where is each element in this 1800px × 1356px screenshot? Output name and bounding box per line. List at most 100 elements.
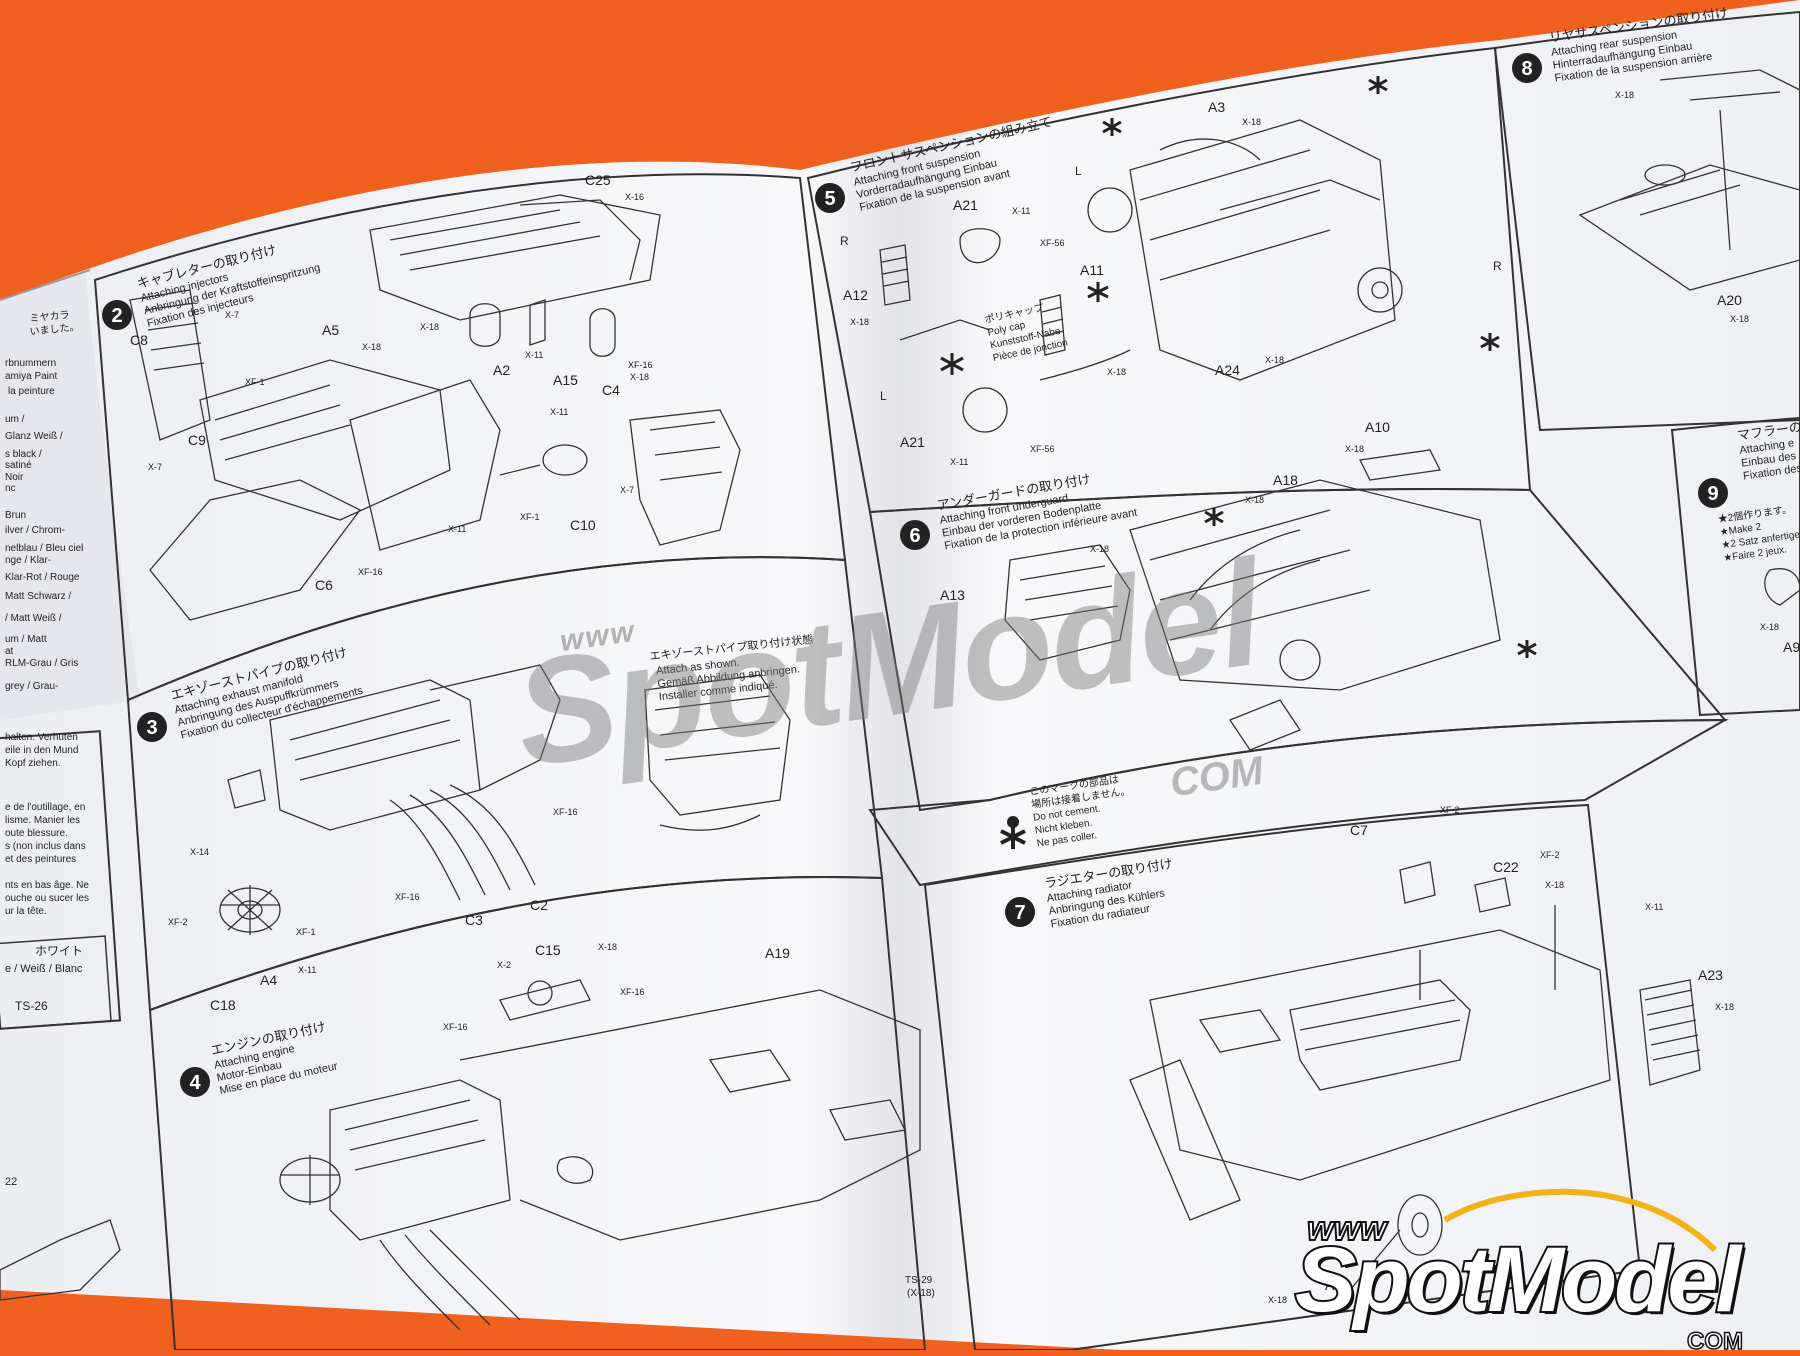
svg-text:e / Weiß / Blanc: e / Weiß / Blanc (5, 963, 83, 975)
step-7-radiator-drawing (1129, 861, 1701, 1291)
svg-text:lisme. Manier les: lisme. Manier les (5, 815, 80, 826)
svg-text:XF-1: XF-1 (245, 377, 265, 387)
svg-text:la peinture: la peinture (8, 386, 55, 397)
svg-text:Matt Schwarz /: Matt Schwarz / (5, 591, 71, 602)
svg-text:C8: C8 (130, 332, 148, 348)
svg-text:A4: A4 (260, 972, 277, 988)
svg-text:X-11: X-11 (950, 457, 968, 467)
svg-text:A21: A21 (953, 197, 978, 213)
svg-text:X-18: X-18 (630, 372, 649, 382)
svg-text:A13: A13 (940, 587, 965, 603)
logo-www: www (1306, 1209, 1387, 1249)
svg-text:XF-2: XF-2 (1540, 850, 1560, 860)
svg-text:C2: C2 (530, 897, 548, 913)
svg-text:A2: A2 (493, 362, 510, 378)
svg-text:halten. Verhüten: halten. Verhüten (5, 732, 78, 743)
step-3-engine-drawing (219, 664, 791, 935)
svg-text:A9: A9 (1783, 639, 1800, 655)
svg-text:Glanz Weiß /: Glanz Weiß / (5, 431, 63, 442)
svg-text:nc: nc (5, 483, 16, 494)
svg-text:X-18: X-18 (1242, 117, 1261, 127)
step-9-number-badge (1698, 478, 1728, 508)
svg-text:um / Matt: um / Matt (5, 634, 47, 645)
logo-spotmodel: SpotModel (1293, 1227, 1743, 1333)
svg-text:X-18: X-18 (598, 942, 617, 952)
svg-text:C22: C22 (1493, 859, 1519, 875)
step-5-number-badge (815, 183, 845, 213)
svg-text:Kopf ziehen.: Kopf ziehen. (5, 758, 61, 769)
svg-text:L: L (1075, 164, 1082, 178)
svg-text:X-11: X-11 (1645, 902, 1663, 912)
svg-text:X-18: X-18 (362, 342, 381, 352)
svg-text:X-11: X-11 (550, 407, 568, 417)
svg-text:A15: A15 (553, 372, 578, 388)
svg-text:XF-2: XF-2 (1440, 805, 1460, 815)
svg-text:grey / Grau-: grey / Grau- (5, 681, 58, 692)
svg-text:X-18: X-18 (1730, 314, 1749, 324)
svg-text:いました。: いました。 (29, 321, 80, 338)
svg-text:X-11: X-11 (298, 965, 316, 975)
svg-text:XF-16: XF-16 (443, 1022, 468, 1032)
svg-text:A10: A10 (1365, 419, 1390, 435)
svg-text:C4: C4 (602, 382, 620, 398)
svg-text:X-18: X-18 (420, 322, 439, 332)
svg-text:22: 22 (5, 1176, 17, 1188)
svg-text:9: 9 (1707, 483, 1718, 505)
svg-text:X-7: X-7 (225, 310, 239, 320)
left-strip-text: ミヤカラ いました。 rbnummern amiya Paint la pein… (5, 309, 89, 1188)
svg-text:C10: C10 (570, 517, 596, 533)
svg-text:XF-16: XF-16 (395, 892, 420, 902)
svg-text:nge / Klar-: nge / Klar- (5, 555, 51, 566)
svg-text:TS-26: TS-26 (15, 999, 48, 1013)
svg-text:A20: A20 (1717, 292, 1742, 308)
svg-text:C25: C25 (585, 172, 611, 188)
step-2-number-badge (102, 300, 132, 330)
left-page-panels (93, 173, 927, 1350)
svg-text:Noir: Noir (5, 472, 24, 483)
svg-text:TS-29: TS-29 (905, 1275, 933, 1286)
svg-text:ilver / Chrom-: ilver / Chrom- (5, 525, 65, 536)
svg-text:6: 6 (909, 525, 920, 547)
svg-text:X-11: X-11 (525, 350, 543, 360)
svg-text:4: 4 (189, 1072, 201, 1094)
svg-text:X-18: X-18 (1345, 444, 1364, 454)
svg-text:X-11: X-11 (1012, 206, 1030, 216)
no-cement-asterisk-icon (1204, 508, 1224, 526)
left-page-curl (0, 270, 140, 720)
svg-text:A19: A19 (765, 945, 790, 961)
step-4-panel: 4 エンジンの取り付け Attaching engine Motor-Einba… (180, 942, 935, 1331)
svg-text:at: at (5, 646, 14, 657)
svg-text:ur la tête.: ur la tête. (5, 906, 47, 917)
svg-text:ouche ou sucer les: ouche ou sucer les (5, 893, 89, 904)
svg-text:X-18: X-18 (1265, 355, 1284, 365)
svg-text:L: L (880, 389, 887, 403)
svg-text:X-18: X-18 (1268, 1295, 1287, 1305)
svg-text:X-18: X-18 (1545, 880, 1564, 890)
svg-text:um /: um / (5, 414, 25, 425)
svg-text:X-2: X-2 (497, 960, 511, 970)
svg-text:Brun: Brun (5, 510, 26, 521)
svg-text:8: 8 (1521, 58, 1532, 80)
svg-text:7: 7 (1014, 902, 1025, 924)
svg-text:X-11: X-11 (448, 524, 466, 534)
no-cement-asterisk-icon (1087, 282, 1109, 302)
svg-text:R: R (1493, 259, 1502, 273)
svg-text:C18: C18 (210, 997, 236, 1013)
svg-text:ホワイト: ホワイト (35, 944, 83, 958)
svg-text:A12: A12 (843, 287, 868, 303)
svg-text:XF-1: XF-1 (520, 512, 540, 522)
svg-text:C3: C3 (465, 912, 483, 928)
left-page-part-drawing (0, 1219, 121, 1301)
svg-text:A3: A3 (1208, 99, 1225, 115)
svg-text:XF-16: XF-16 (620, 987, 645, 997)
svg-text:(X-18): (X-18) (907, 1288, 935, 1299)
svg-text:X-14: X-14 (190, 847, 209, 857)
svg-text:XF-16: XF-16 (358, 567, 383, 577)
step-2-engine-drawing (129, 194, 741, 621)
svg-text:3: 3 (146, 717, 157, 739)
svg-text:et des peintures: et des peintures (5, 854, 76, 865)
svg-text:XF-2: XF-2 (168, 917, 188, 927)
step-3-number-badge (137, 712, 167, 742)
paint-box (0, 935, 112, 1030)
